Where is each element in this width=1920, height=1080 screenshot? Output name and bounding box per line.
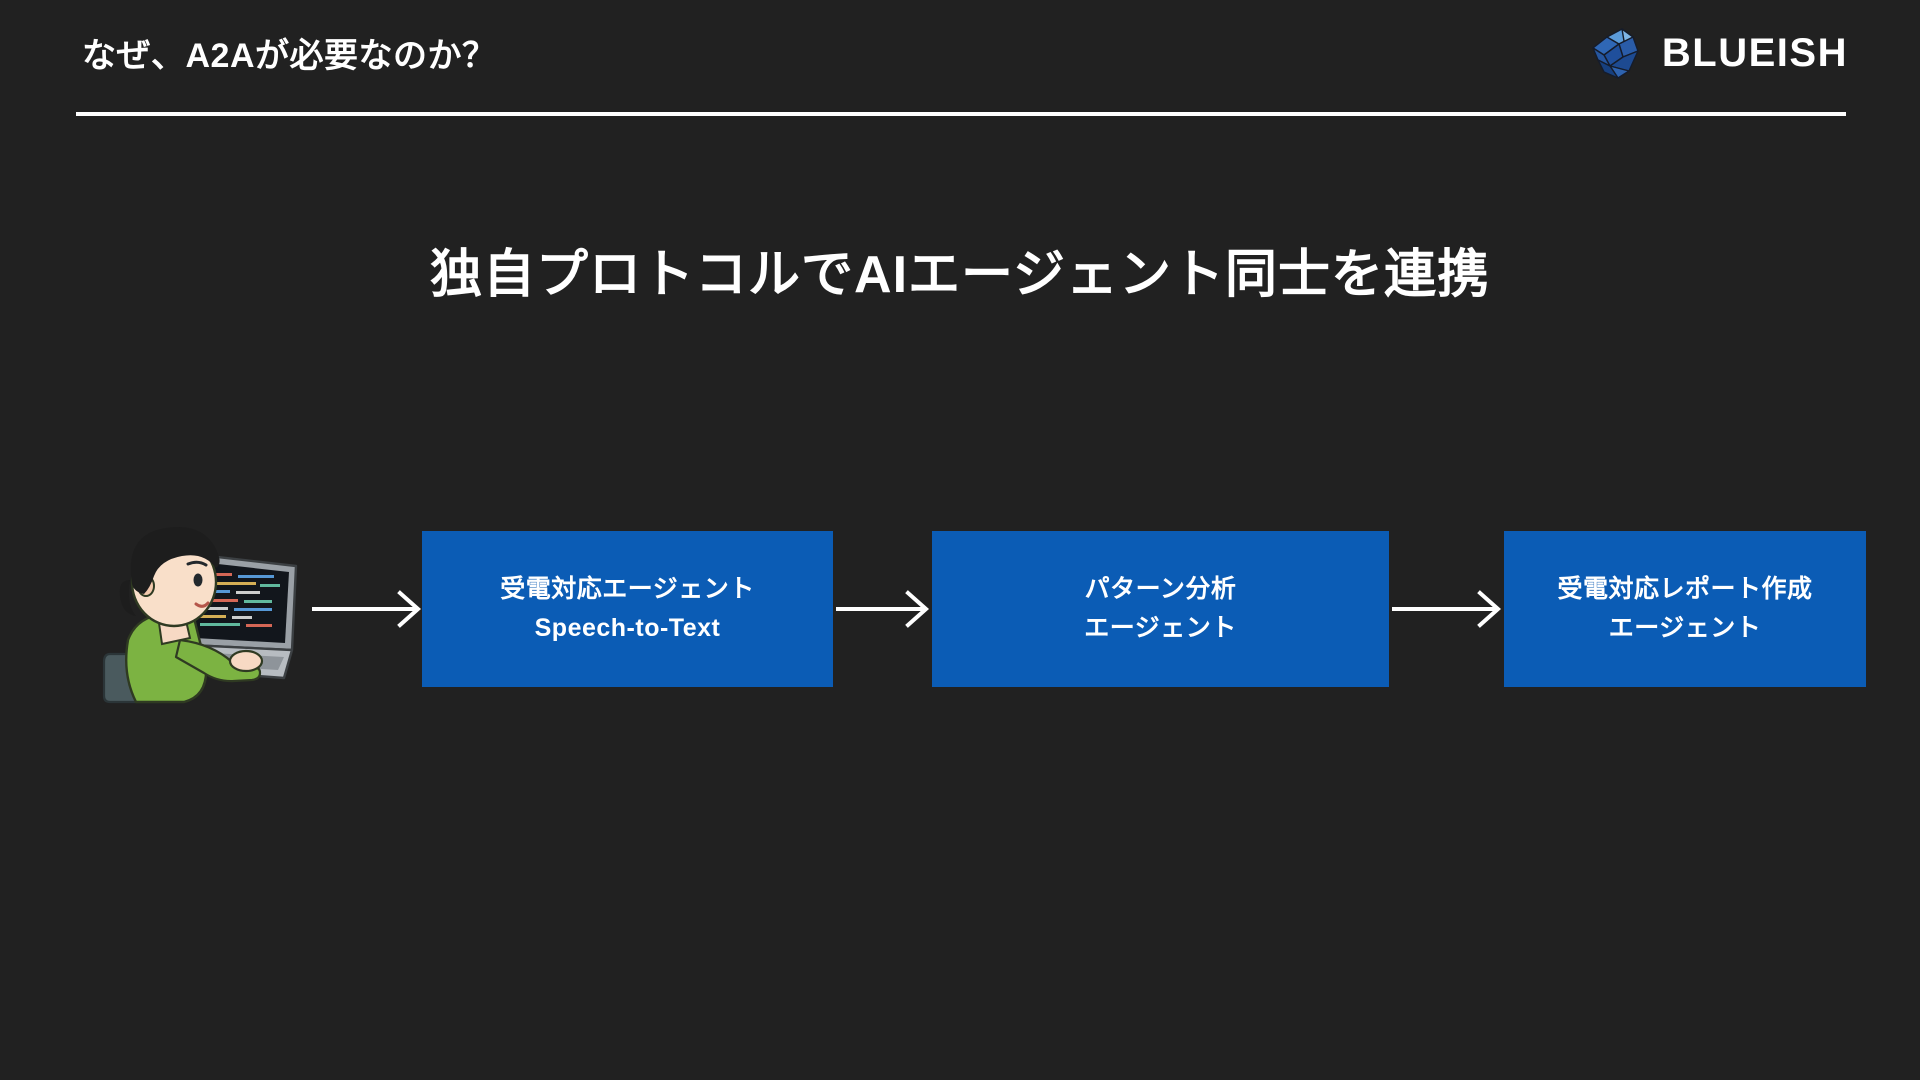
flow-node-subtitle: エージェント (1084, 614, 1237, 642)
flow-node-pattern-analysis-agent[interactable]: パターン分析 エージェント (932, 531, 1389, 687)
flow-node-title: 受電対応レポート作成 (1557, 574, 1813, 603)
flow-node-subtitle: エージェント (1608, 614, 1762, 642)
flow-node-title: パターン分析 (1084, 574, 1237, 603)
brand-lockup: BLUEISH (1588, 24, 1848, 82)
slide-header: なぜ、A2Aが必要なのか？ BLU (0, 0, 1920, 118)
header-divider (76, 112, 1846, 116)
arrow-right-icon (312, 587, 424, 631)
flow-node-subtitle: Speech-to-Text (534, 614, 721, 642)
brand-wordmark: BLUEISH (1661, 31, 1848, 75)
blueish-crystal-logo-icon (1588, 24, 1646, 82)
arrow-right-icon (836, 587, 932, 631)
headline-text: 独自プロトコルでAIエージェント同士を連携 (430, 246, 1490, 304)
flow-node-report-generation-agent[interactable]: 受電対応レポート作成 エージェント (1504, 531, 1866, 687)
flow-node-speech-to-text-agent[interactable]: 受電対応エージェント Speech-to-Text (422, 531, 833, 687)
person-coding-on-laptop-illustration (88, 518, 318, 708)
arrow-right-icon (1392, 587, 1504, 631)
flow-node-title: 受電対応エージェント (500, 574, 755, 603)
agent-flow-diagram: 受電対応エージェント Speech-to-Text パターン分析 エージェント … (0, 500, 1920, 730)
page-title: なぜ、A2Aが必要なのか？ (82, 37, 497, 75)
